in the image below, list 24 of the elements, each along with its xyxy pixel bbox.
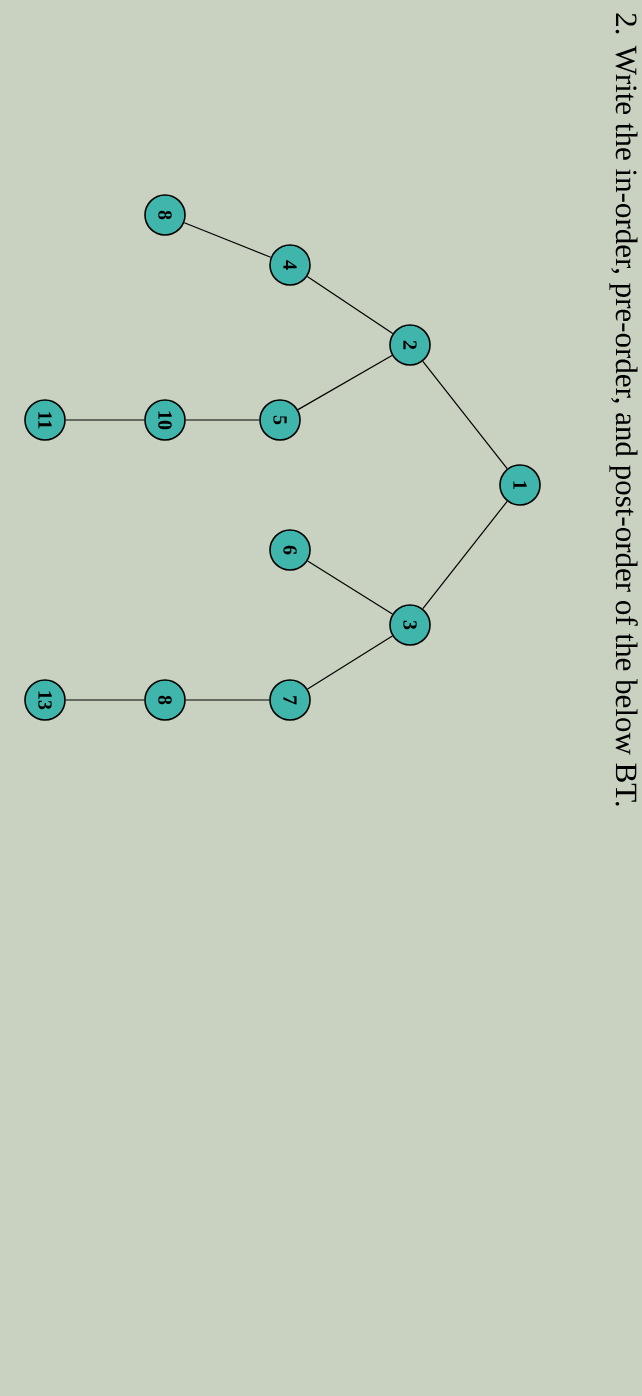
tree-edge bbox=[307, 635, 393, 690]
tree-node: 3 bbox=[389, 604, 431, 646]
tree-edge bbox=[422, 360, 508, 470]
tree-node: 8 bbox=[144, 194, 186, 236]
tree-node: 10 bbox=[144, 399, 186, 441]
tree-edge bbox=[306, 275, 394, 335]
tree-edge bbox=[65, 419, 145, 421]
question-text: 2. Write the in-order, pre-order, and post-order of the below BT. bbox=[609, 13, 638, 806]
tree-edge bbox=[185, 419, 260, 421]
tree-node: 8 bbox=[144, 679, 186, 721]
tree-node: 13 bbox=[24, 679, 66, 721]
tree-edge bbox=[297, 354, 393, 411]
tree-edge bbox=[185, 699, 270, 701]
tree-edge bbox=[65, 699, 145, 701]
tree-node: 11 bbox=[24, 399, 66, 441]
tree-edge bbox=[183, 222, 272, 258]
tree-node: 6 bbox=[269, 529, 311, 571]
tree-edge bbox=[422, 500, 508, 610]
tree-node: 5 bbox=[259, 399, 301, 441]
tree-edge bbox=[307, 560, 393, 615]
tree-node: 2 bbox=[389, 324, 431, 366]
tree-node: 7 bbox=[269, 679, 311, 721]
tree-node: 1 bbox=[499, 464, 541, 506]
tree-node: 4 bbox=[269, 244, 311, 286]
